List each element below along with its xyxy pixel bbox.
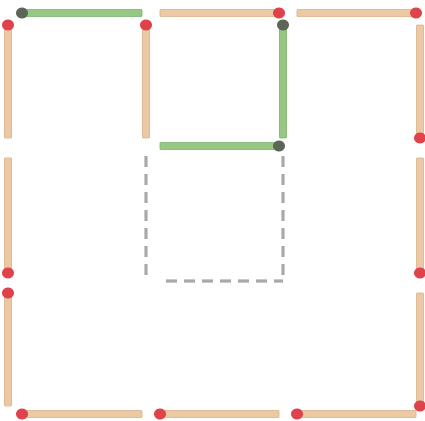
matchstick-top-2[interactable] [297, 8, 422, 19]
match-head [410, 8, 422, 19]
matchstick-left-0[interactable] [2, 20, 14, 139]
match-head [154, 409, 166, 420]
match-stick [417, 158, 424, 273]
match-stick [5, 25, 12, 138]
match-stick [417, 25, 424, 138]
matchstick-right-2[interactable] [414, 293, 425, 412]
match-head [414, 401, 425, 412]
burnt-match-head [16, 8, 28, 19]
matchstick-right-0[interactable] [414, 25, 425, 144]
burnt-match-head [277, 20, 289, 31]
matchstick-bottom-0[interactable] [16, 409, 142, 420]
matchstick-top-0[interactable] [16, 8, 142, 19]
burnt-match-head [273, 141, 285, 152]
match-stick [160, 10, 279, 17]
match-head [16, 409, 28, 420]
matchstick-mid-h[interactable] [160, 141, 285, 152]
matchstick-left-2[interactable] [2, 288, 14, 407]
matchstick-top-1[interactable] [160, 8, 285, 19]
match-stick [297, 10, 416, 17]
match-stick [22, 411, 142, 418]
matchstick-bottom-1[interactable] [154, 409, 279, 420]
match-head [273, 8, 285, 19]
match-head [2, 268, 14, 279]
match-head [2, 288, 14, 299]
match-head [414, 268, 425, 279]
match-stick [417, 293, 424, 406]
match-head [2, 20, 14, 31]
match-head [414, 133, 425, 144]
matchstick-inner-b[interactable] [277, 20, 289, 139]
matchstick-inner-a[interactable] [140, 20, 152, 139]
match-stick [22, 10, 142, 17]
match-stick [5, 158, 12, 273]
match-stick [160, 411, 279, 418]
match-stick [160, 143, 279, 150]
match-head [291, 409, 303, 420]
matchstick-bottom-2[interactable] [291, 409, 416, 420]
matchstick-left-1[interactable] [2, 158, 14, 279]
match-stick [280, 25, 287, 138]
match-stick [297, 411, 416, 418]
match-head [140, 20, 152, 31]
matchstick-right-1[interactable] [414, 158, 425, 279]
match-stick [5, 293, 12, 406]
match-stick [143, 25, 150, 138]
